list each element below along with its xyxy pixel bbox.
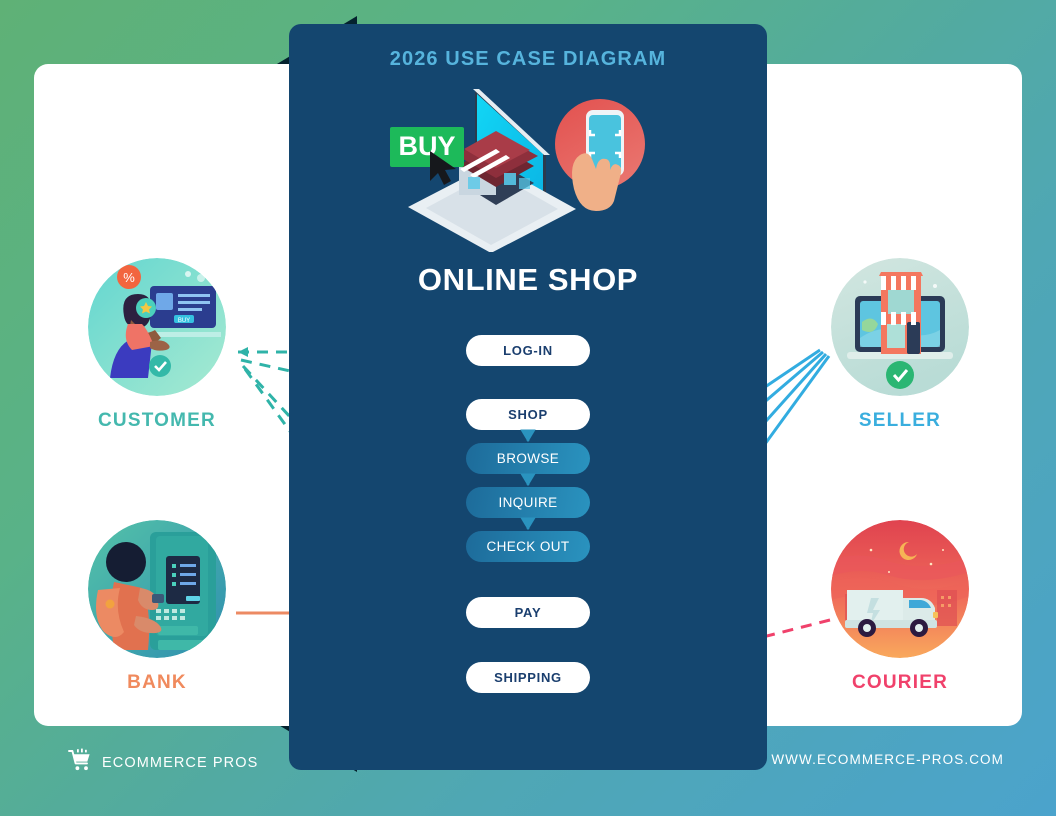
actor-seller-label: SELLER: [858, 410, 942, 431]
brand-name: ECOMMERCE PROS: [102, 754, 259, 771]
shopping-cart-icon: [68, 748, 92, 777]
use-case-system-panel: 2026 USE CASE DIAGRAM: [289, 24, 767, 770]
actor-seller[interactable]: SELLER: [820, 258, 980, 432]
footer-website: WWW.ECOMMERCE-PROS.COM: [771, 752, 1004, 767]
actor-bank-label: BANK: [127, 672, 187, 693]
actor-bank[interactable]: BANK: [77, 520, 237, 694]
use-case-browse[interactable]: BROWSE: [466, 443, 590, 474]
footer-brand: ECOMMERCE PROS: [68, 748, 258, 777]
use-case-shipping[interactable]: SHIPPING: [466, 662, 590, 693]
actor-customer-label: CUSTOMER: [98, 410, 216, 431]
svg-text:BUY: BUY: [178, 318, 190, 324]
online-shop-illustration: BUY: [378, 77, 678, 253]
storefront-laptop-avatar: [831, 258, 969, 396]
page-title: 2026 USE CASE DIAGRAM: [389, 48, 667, 70]
actor-customer[interactable]: BUY % CUSTOMER: [77, 258, 237, 432]
customer-at-computer-avatar: BUY %: [88, 258, 226, 396]
use-case-pay[interactable]: PAY: [466, 597, 590, 628]
use-case-shop[interactable]: SHOP: [466, 399, 590, 430]
use-case-inquire[interactable]: INQUIRE: [466, 487, 590, 518]
actor-courier-label: COURIER: [851, 672, 948, 693]
actor-courier[interactable]: COURIER: [820, 520, 980, 694]
svg-text:%: %: [123, 270, 135, 285]
delivery-van-avatar: [831, 520, 969, 658]
system-name: ONLINE SHOP: [417, 262, 639, 297]
use-case-checkout[interactable]: CHECK OUT: [466, 531, 590, 562]
use-case-login[interactable]: LOG-IN: [466, 335, 590, 366]
person-at-atm-avatar: [88, 520, 226, 658]
hero-buy-label: BUY: [398, 131, 455, 161]
